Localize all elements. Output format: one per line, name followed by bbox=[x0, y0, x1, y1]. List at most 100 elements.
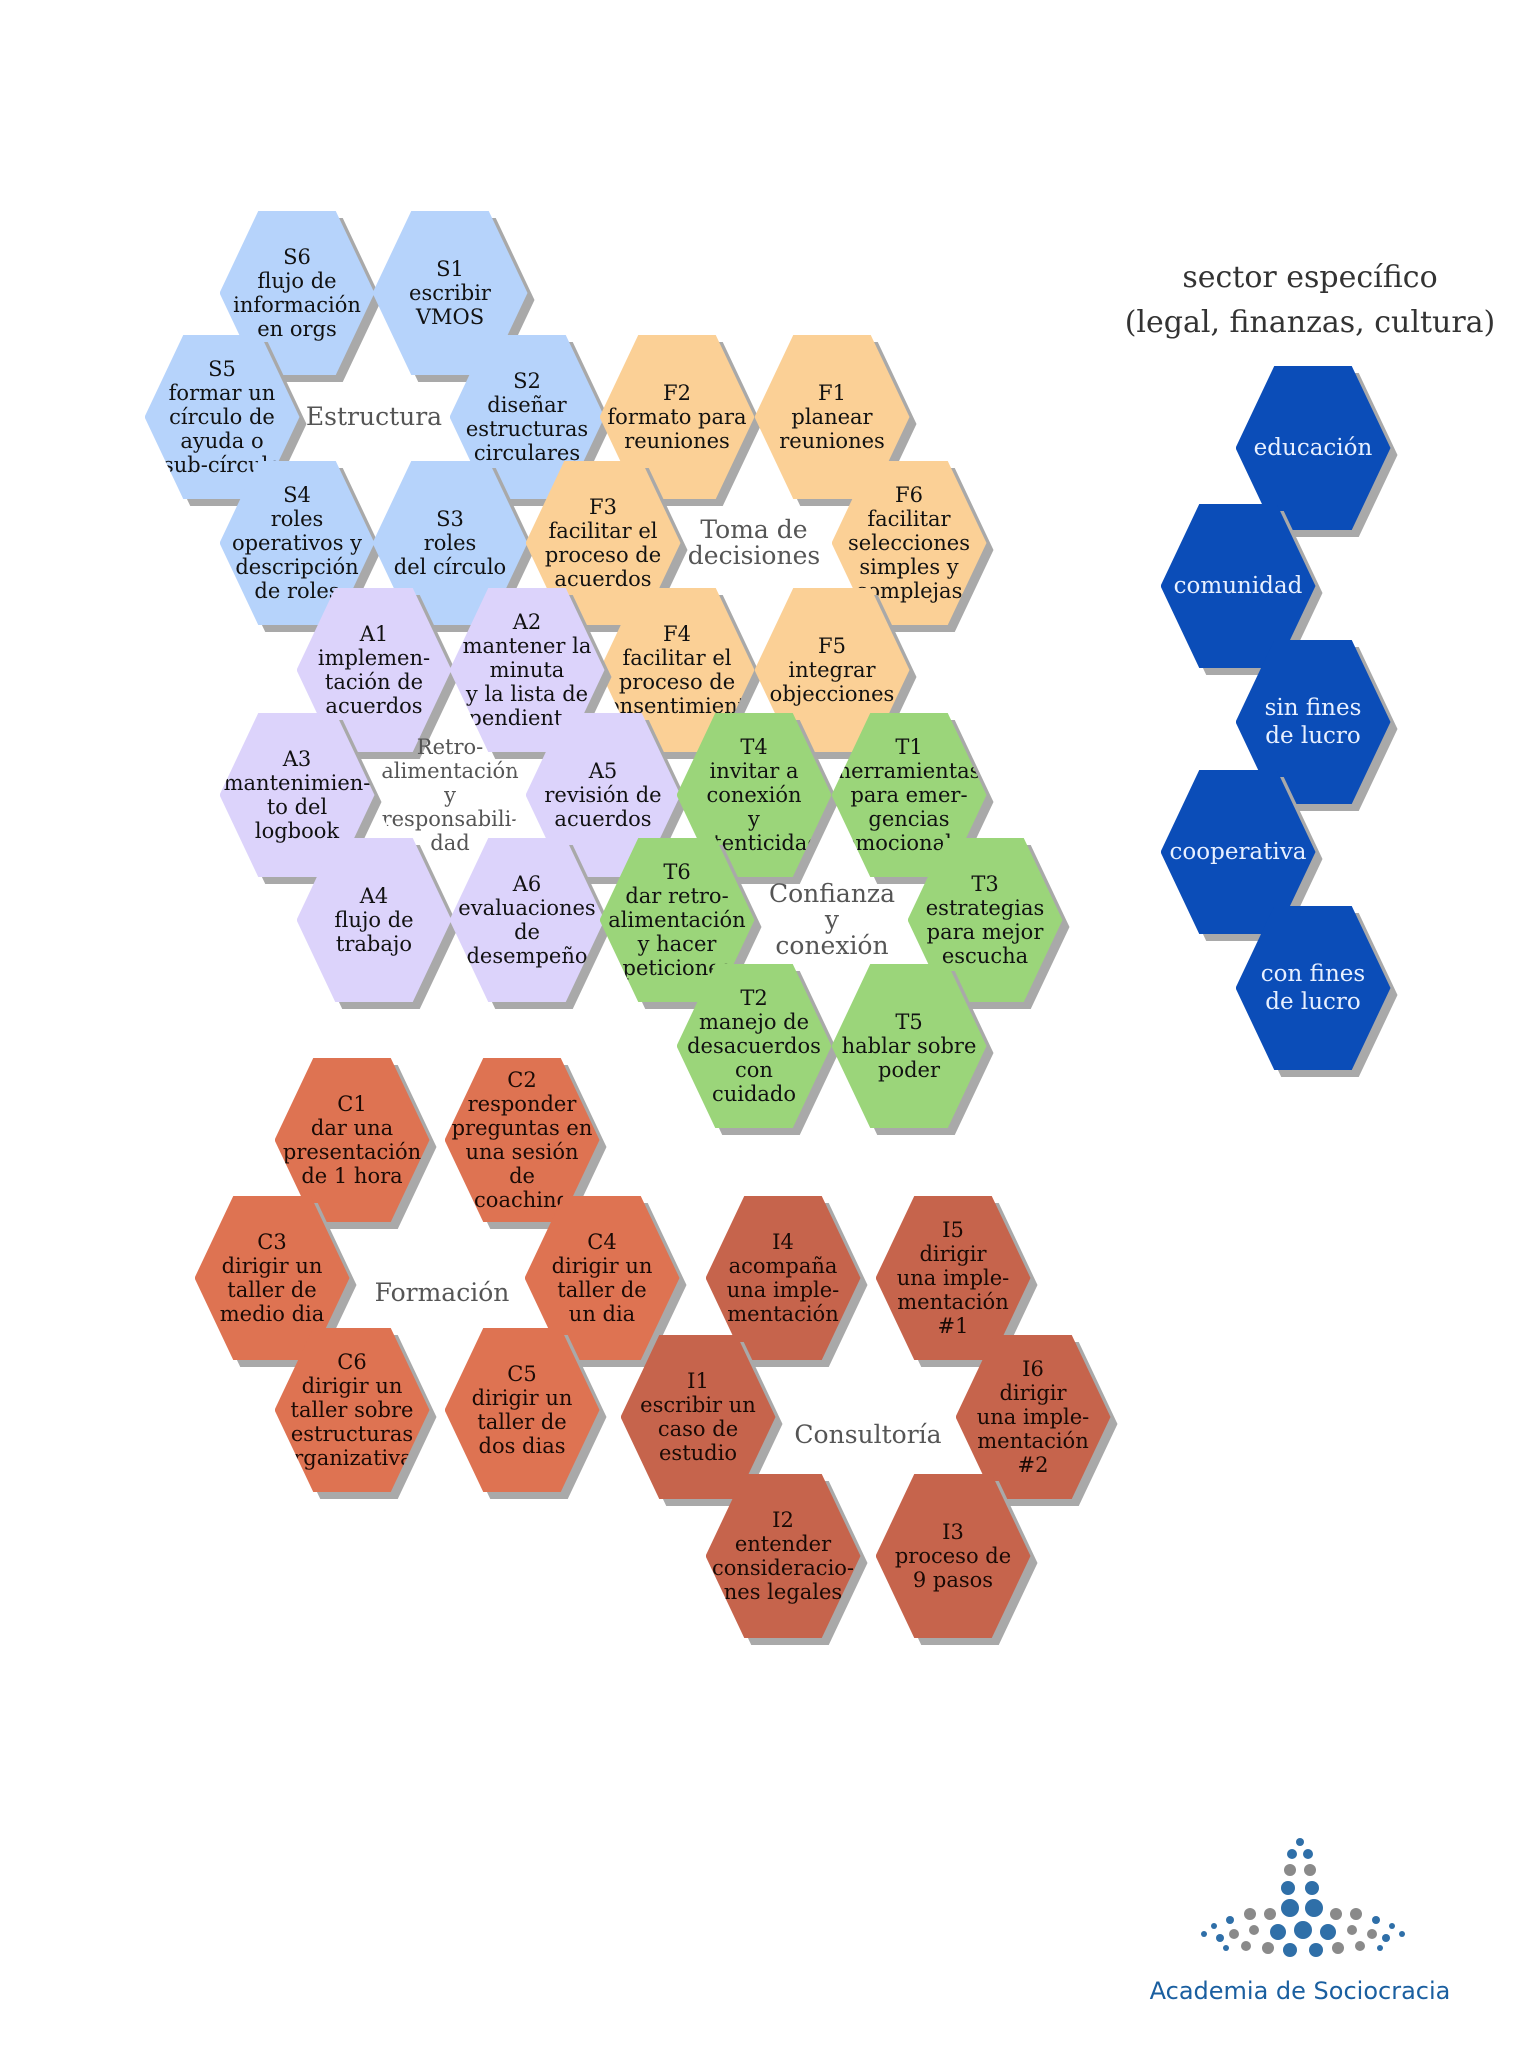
hex-label: implemen- tación de acuerdos bbox=[317, 645, 431, 718]
hex-label: dirigir un taller sobre estructuras orga… bbox=[280, 1373, 424, 1470]
hex-body: Toma de decisiones bbox=[677, 461, 832, 625]
hex-label: con fines de lucro bbox=[1260, 961, 1366, 1015]
hex-code: T3 bbox=[971, 871, 999, 896]
hex-body: Estructura bbox=[297, 335, 452, 499]
logo-dot bbox=[1350, 1908, 1362, 1920]
hex-code: T5 bbox=[895, 1009, 923, 1034]
logo-text: Academia de Sociocracia bbox=[1149, 1977, 1451, 2005]
hex-code: S6 bbox=[283, 244, 311, 269]
logo-dot bbox=[1389, 1923, 1395, 1929]
group-center-i: Consultoría bbox=[791, 1353, 946, 1517]
logo-dot bbox=[1226, 1916, 1234, 1924]
logo-dot bbox=[1372, 1916, 1380, 1924]
hex-code: F5 bbox=[818, 633, 846, 658]
hex-code: T2 bbox=[740, 985, 768, 1010]
hex-code: A4 bbox=[359, 883, 389, 908]
logo-dot bbox=[1382, 1934, 1390, 1942]
hex-body: Confianza y conexión bbox=[755, 838, 910, 1002]
logo-dot bbox=[1287, 1849, 1297, 1859]
hex-code: I2 bbox=[772, 1507, 794, 1532]
logo-dot bbox=[1309, 1943, 1323, 1957]
sector-title-sub: (legal, finanzas, cultura) bbox=[1124, 305, 1496, 340]
hex-code: F3 bbox=[589, 494, 617, 519]
hex-code: S1 bbox=[436, 256, 464, 281]
logo-dot bbox=[1347, 1925, 1357, 1935]
hex-code: C2 bbox=[507, 1067, 537, 1092]
hex-code: I1 bbox=[687, 1368, 709, 1393]
logo-dot bbox=[1399, 1931, 1405, 1937]
logo-dot bbox=[1332, 1942, 1344, 1954]
logo-dot bbox=[1330, 1908, 1342, 1920]
hex-code: S3 bbox=[436, 506, 464, 531]
hex-code: C5 bbox=[507, 1361, 537, 1386]
hex-code: C6 bbox=[337, 1349, 367, 1374]
hex-label: Consultoría bbox=[794, 1420, 942, 1449]
logo-dot bbox=[1244, 1908, 1256, 1920]
hex-label: dar retro- alimentación y hacer peticion… bbox=[608, 883, 746, 980]
hex-label: cooperativa bbox=[1169, 839, 1307, 865]
logo-dot bbox=[1304, 1864, 1316, 1876]
hex-label: responder preguntas en una sesión de coa… bbox=[451, 1091, 593, 1212]
hex-label: facilitar el proceso de acuerdos bbox=[544, 518, 662, 591]
sector-hex-4: con fines de lucro bbox=[1235, 906, 1398, 1077]
hex-label: comunidad bbox=[1173, 573, 1303, 599]
logo-dot bbox=[1211, 1923, 1217, 1929]
hex-body: educación bbox=[1235, 366, 1391, 530]
logo-dot bbox=[1367, 1929, 1377, 1939]
logo-dot bbox=[1303, 1849, 1313, 1859]
logo-dot bbox=[1281, 1899, 1299, 1917]
hex-label: diseñar estructuras circulares bbox=[465, 392, 589, 465]
logo-dot bbox=[1284, 1864, 1296, 1876]
hex-label: estrategias para mejor escucha bbox=[925, 895, 1045, 968]
hex-label: mantener la minuta y la lista de pendien… bbox=[462, 633, 592, 730]
hex-label: acompaña una imple- mentación bbox=[726, 1253, 840, 1326]
logo-dot bbox=[1283, 1943, 1297, 1957]
logo-dot bbox=[1294, 1921, 1312, 1939]
hex-label: evaluaciones de desempeño bbox=[458, 895, 596, 968]
hex-label: hablar sobre poder bbox=[841, 1033, 977, 1082]
hex-label: roles del círculo bbox=[393, 530, 507, 579]
hex-code: F2 bbox=[663, 380, 691, 405]
sector-title: sector específico (legal, finanzas, cult… bbox=[1110, 255, 1510, 345]
hex-code: A3 bbox=[282, 746, 312, 771]
hex-label: flujo de información en orgs bbox=[233, 268, 361, 341]
hex-code: A1 bbox=[359, 621, 389, 646]
hex-label: integrar objecciones bbox=[769, 657, 895, 706]
hex-label: planear reuniones bbox=[779, 404, 885, 453]
hex-label: escribir VMOS bbox=[409, 280, 491, 329]
hex-label: dirigir un taller de dos dias bbox=[471, 1385, 573, 1458]
hex-label: Confianza y conexión bbox=[768, 879, 896, 960]
hex-body: Formación bbox=[365, 1211, 520, 1375]
logo-dot bbox=[1241, 1941, 1251, 1951]
hex-label: formato para reuniones bbox=[607, 404, 747, 453]
hex-label: escribir un caso de estudio bbox=[640, 1392, 756, 1465]
logo-dots-icon bbox=[1201, 1838, 1405, 1957]
hex-label: Retro- alimentación y responsabili- dad bbox=[381, 735, 519, 855]
hex-label: Toma de decisiones bbox=[687, 515, 821, 570]
logo-dot bbox=[1355, 1941, 1365, 1951]
hex-label: sin fines de lucro bbox=[1264, 695, 1362, 749]
hex-code: I6 bbox=[1022, 1356, 1044, 1381]
logo-dot bbox=[1223, 1945, 1229, 1951]
sector-title-main: sector específico bbox=[1182, 260, 1438, 295]
hex-label: dirigir un taller de un dia bbox=[551, 1253, 653, 1326]
logo-dot bbox=[1270, 1924, 1286, 1940]
hex-code: I3 bbox=[942, 1519, 964, 1544]
